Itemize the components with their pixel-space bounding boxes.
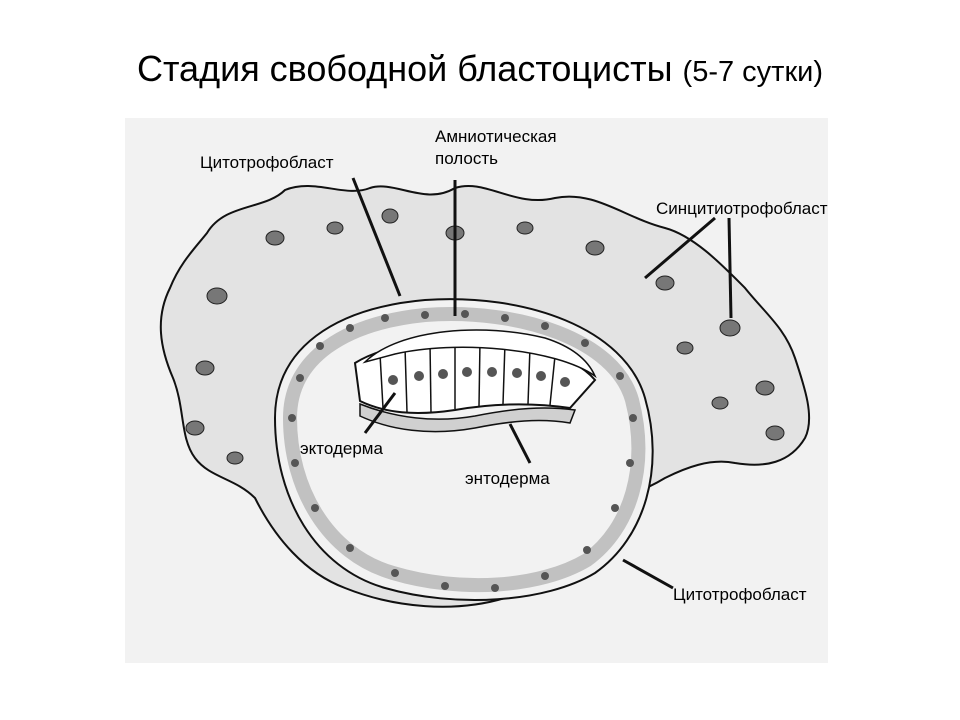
- slide-title: Стадия свободной бластоцисты (5-7 сутки): [0, 48, 960, 90]
- cytotrophoblast-ring: [282, 307, 646, 593]
- label-entoderm: энтодерма: [465, 469, 550, 488]
- pointer-ectoderm: [363, 392, 397, 434]
- blastocyst-figure: Цитотрофобласт Амниотическая полость Син…: [125, 118, 828, 663]
- label-cytotrophoblast-top: Цитотрофобласт: [200, 153, 334, 172]
- cytotrophoblast-cells: [288, 310, 637, 592]
- syncytiotrophoblast-nuclei: [185, 208, 785, 465]
- entoderm-layer: [359, 402, 577, 433]
- title-subtitle: (5-7 сутки): [682, 56, 824, 88]
- pointer-syncytiotrophoblast-a: [644, 216, 716, 280]
- label-syncytiotrophoblast: Синцитиотрофобласт: [656, 199, 828, 218]
- title-main: Стадия свободной бластоцисты: [136, 48, 673, 89]
- pointer-entoderm: [508, 423, 532, 464]
- ectoderm-nuclei: [388, 367, 570, 387]
- blastocyst-illustration: [159, 177, 811, 608]
- label-amniotic-cavity-line1: Амниотическая: [435, 127, 557, 146]
- label-ectoderm: эктодерма: [300, 439, 383, 458]
- pointer-syncytiotrophoblast-b: [727, 217, 733, 319]
- label-pointers: [351, 177, 733, 590]
- label-cytotrophoblast-bottom: Цитотрофобласт: [673, 585, 807, 604]
- pointer-cytotrophoblast-top: [351, 177, 402, 297]
- amniotic-cavity: [362, 329, 597, 379]
- pointer-cytotrophoblast-bottom: [622, 558, 674, 590]
- ectoderm-cells: [379, 340, 556, 413]
- label-amniotic-cavity-line2: полость: [435, 149, 498, 168]
